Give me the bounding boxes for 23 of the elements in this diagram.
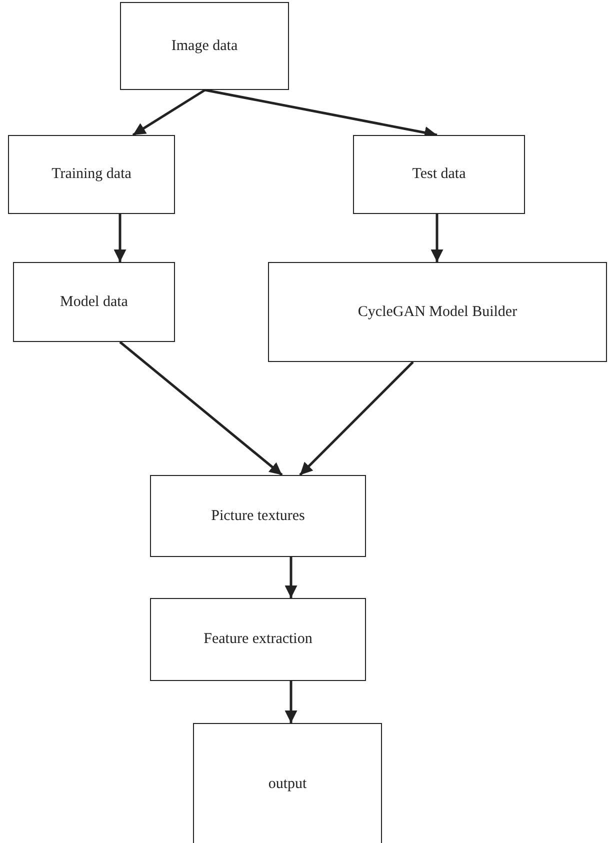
process-box [150,475,366,557]
arrow [132,88,206,136]
arrow [119,341,283,476]
arrow [299,361,414,476]
process-box [13,262,175,342]
box-label: output [268,776,307,792]
process-box [150,598,366,681]
process-box [8,135,175,214]
box-label: Test data [412,166,466,183]
process-box [193,723,382,843]
box-label: Image data [171,38,238,54]
arrow [114,214,126,262]
box-label: Training data [52,166,132,183]
arrow [284,557,298,598]
box-label: Model data [60,294,128,310]
arrow [430,214,444,262]
box-label: Feature extraction [204,631,312,648]
arrow [284,681,298,723]
box-label: CycleGAN Model Builder [358,304,518,320]
process-box [120,2,289,90]
process-box [353,135,525,214]
box-label: Picture textures [211,508,305,524]
process-box [268,262,607,362]
